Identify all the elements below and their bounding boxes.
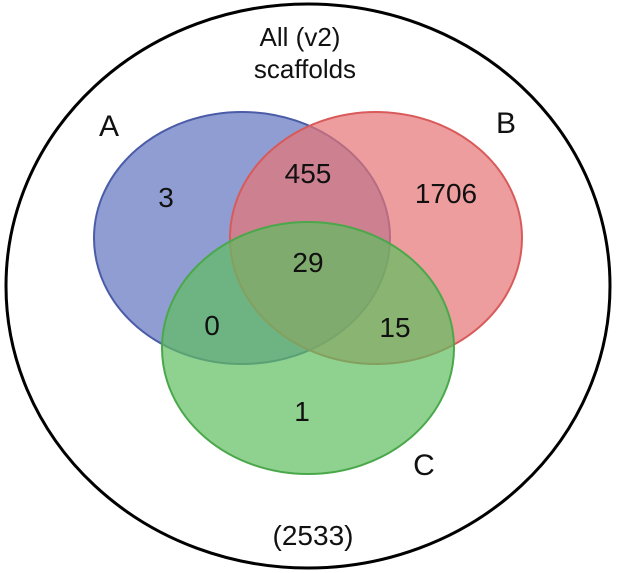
set-a-label: A [99,110,119,143]
universe-title-line1: All (v2) [260,22,341,52]
universe-title-line2: scaffolds [254,54,356,84]
set-b-label: B [496,107,516,140]
universe-total-count: (2533) [273,520,354,551]
region-abc-count: 29 [292,247,323,278]
region-ac-count: 0 [204,310,220,341]
region-b-only-count: 1706 [415,178,477,209]
region-bc-count: 15 [379,312,410,343]
set-c-label: C [413,449,435,482]
universe-ellipse [4,2,612,570]
region-ab-count: 455 [285,158,332,189]
region-a-only-count: 3 [158,182,174,213]
set-c-ellipse [161,221,455,475]
region-c-only-count: 1 [294,396,310,427]
